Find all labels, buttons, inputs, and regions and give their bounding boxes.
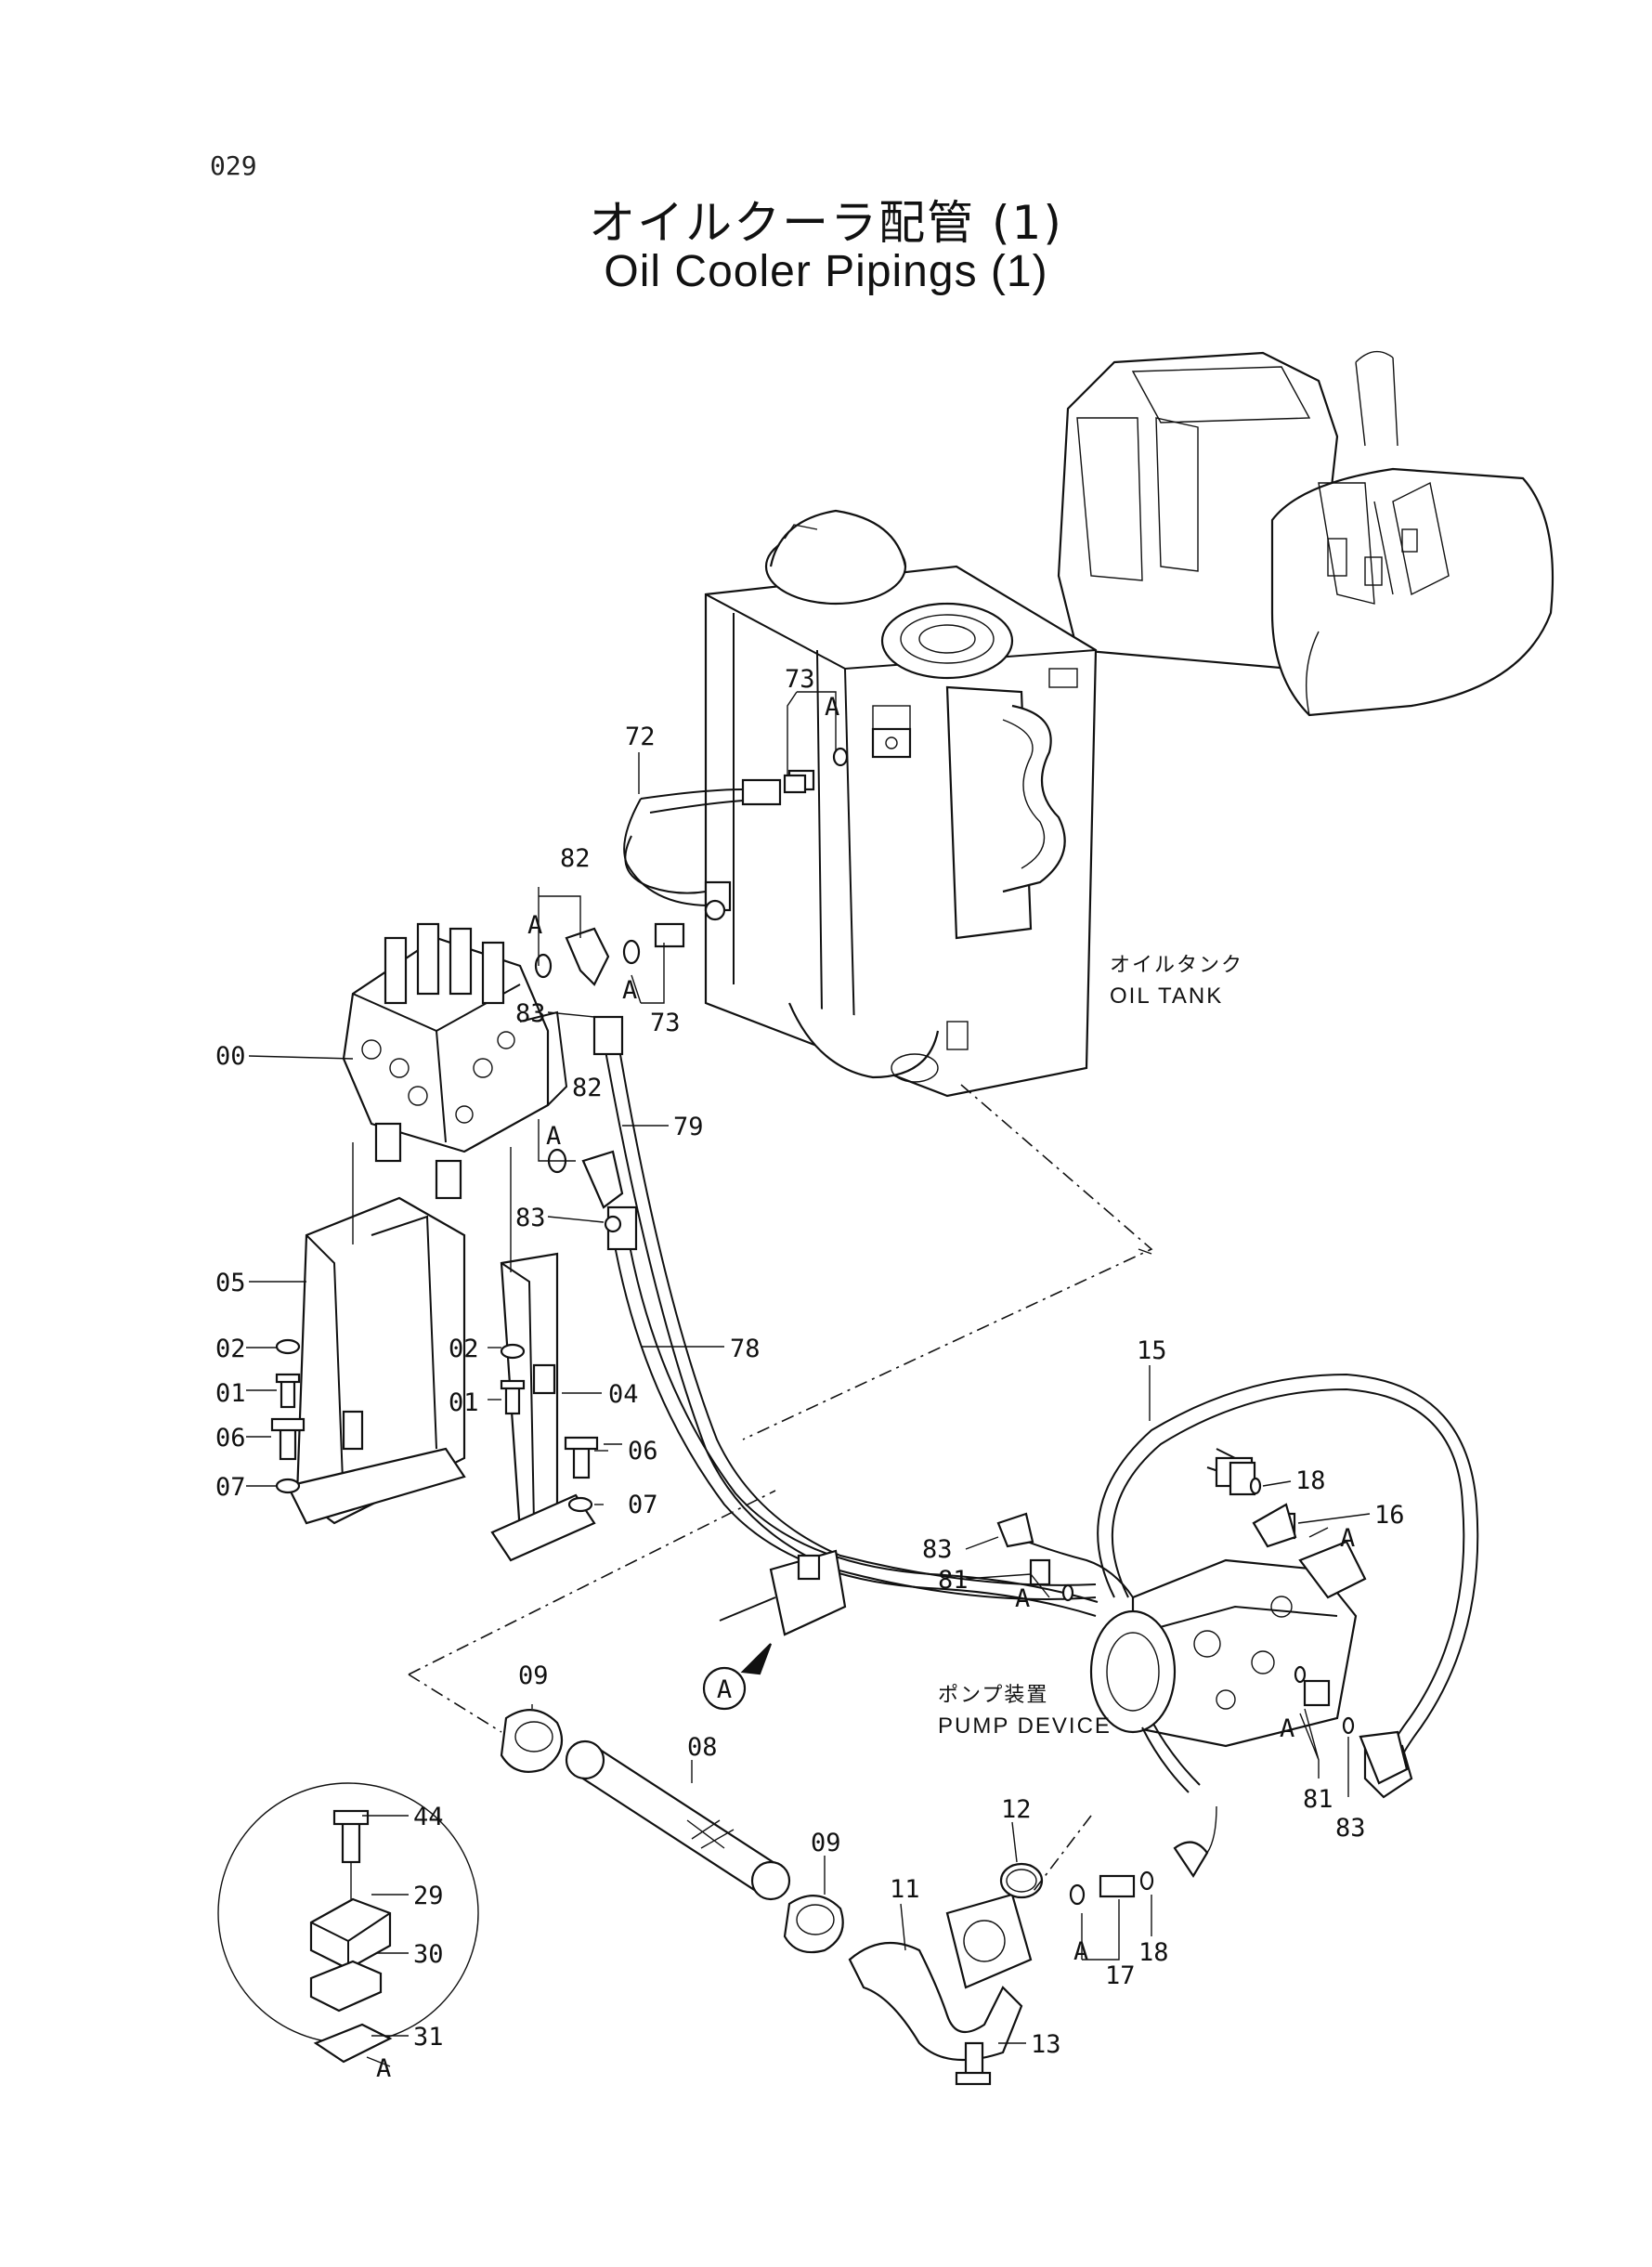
callout-13: 13 — [1031, 2030, 1061, 2059]
pump-device-label-japanese: ポンプ装置 — [938, 1684, 1048, 1707]
control-valve-illustration — [342, 922, 568, 1200]
callout-08: 08 — [687, 1733, 718, 1762]
excavator-overview-illustration — [1057, 350, 1554, 717]
valve-mounting-brackets — [286, 1142, 596, 1562]
pump-side-fittings — [1029, 1461, 1409, 1785]
ref-a-3: A — [825, 693, 839, 722]
callout-82-lower: 82 — [572, 1074, 603, 1102]
callout-11: 11 — [890, 1875, 920, 1904]
callout-82-upper: 82 — [560, 844, 591, 873]
suction-pipe-parts — [500, 1709, 1217, 2086]
callout-00: 00 — [215, 1042, 246, 1071]
callout-15: 15 — [1137, 1336, 1167, 1365]
callout-31: 31 — [413, 2023, 444, 2052]
title-japanese: オイルクーラ配管 (1) — [589, 196, 1063, 250]
callout-01-left: 01 — [215, 1379, 246, 1408]
callout-81-upper: 81 — [938, 1566, 969, 1595]
pump-device-label-english: PUMP DEVICE — [938, 1713, 1112, 1739]
callout-30: 30 — [413, 1940, 444, 1969]
callout-29: 29 — [413, 1882, 444, 1910]
callout-72: 72 — [625, 723, 656, 751]
ref-a-2: A — [622, 976, 637, 1005]
title-english: Oil Cooler Pipings (1) — [604, 247, 1048, 296]
oil-tank-illustration: オイルタンク OIL TANK — [704, 509, 1243, 1440]
callout-04: 04 — [608, 1380, 639, 1409]
callout-78: 78 — [730, 1335, 761, 1363]
pump-device-illustration: ポンプ装置 PUMP DEVICE — [938, 1540, 1367, 1748]
detail-a-callout: A — [408, 1490, 776, 1733]
callout-07-left: 07 — [215, 1473, 246, 1502]
reference-marks: A A A A A A A A A — [376, 693, 1355, 2083]
callout-02-left: 02 — [215, 1335, 246, 1363]
oil-tank-label-english: OIL TANK — [1110, 984, 1223, 1009]
callout-09-left: 09 — [518, 1661, 549, 1690]
callout-17: 17 — [1105, 1961, 1136, 1990]
ref-a-5: A — [1015, 1584, 1030, 1613]
callout-83-valve-lower: 83 — [515, 1204, 546, 1232]
callout-16: 16 — [1374, 1501, 1405, 1530]
hoses — [592, 769, 1099, 1636]
callout-18-upper: 18 — [1295, 1466, 1326, 1495]
detail-a-label: A — [376, 2054, 391, 2083]
oil-tank-label-japanese: オイルタンク — [1110, 954, 1243, 977]
leader-lines — [246, 691, 1371, 2067]
callout-07-right: 07 — [628, 1491, 658, 1519]
ref-a-1: A — [527, 911, 542, 940]
callout-83-pump-lower: 83 — [1335, 1814, 1366, 1843]
callout-79: 79 — [673, 1113, 704, 1141]
callout-73-upper: 73 — [785, 665, 815, 694]
callout-83-pump-upper: 83 — [922, 1535, 953, 1564]
ref-a-6: A — [1340, 1524, 1355, 1553]
callout-01-right: 01 — [449, 1388, 479, 1417]
bolts-and-washers — [270, 1338, 599, 1513]
ref-a-8: A — [1073, 1937, 1088, 1966]
callout-12: 12 — [1001, 1795, 1032, 1824]
callout-73-lower: 73 — [650, 1009, 681, 1037]
callout-18-lower: 18 — [1138, 1938, 1169, 1967]
part-callouts: 00 01 01 02 02 04 05 06 06 07 07 08 09 0… — [215, 665, 1405, 2059]
callout-44: 44 — [413, 1803, 444, 1831]
callout-81-lower: 81 — [1303, 1785, 1333, 1814]
ref-a-7: A — [1280, 1714, 1294, 1743]
callout-05: 05 — [215, 1269, 246, 1297]
detail-a-view — [217, 1782, 479, 2064]
callout-02-right: 02 — [449, 1335, 479, 1363]
detail-a-callout-text: A — [717, 1675, 732, 1704]
ref-a-4: A — [546, 1122, 561, 1151]
page-number: 029 — [210, 150, 257, 181]
callout-09-right: 09 — [811, 1829, 841, 1857]
callout-83-valve-upper: 83 — [515, 999, 546, 1028]
callout-06-left: 06 — [215, 1424, 246, 1453]
callout-06-right: 06 — [628, 1437, 658, 1466]
